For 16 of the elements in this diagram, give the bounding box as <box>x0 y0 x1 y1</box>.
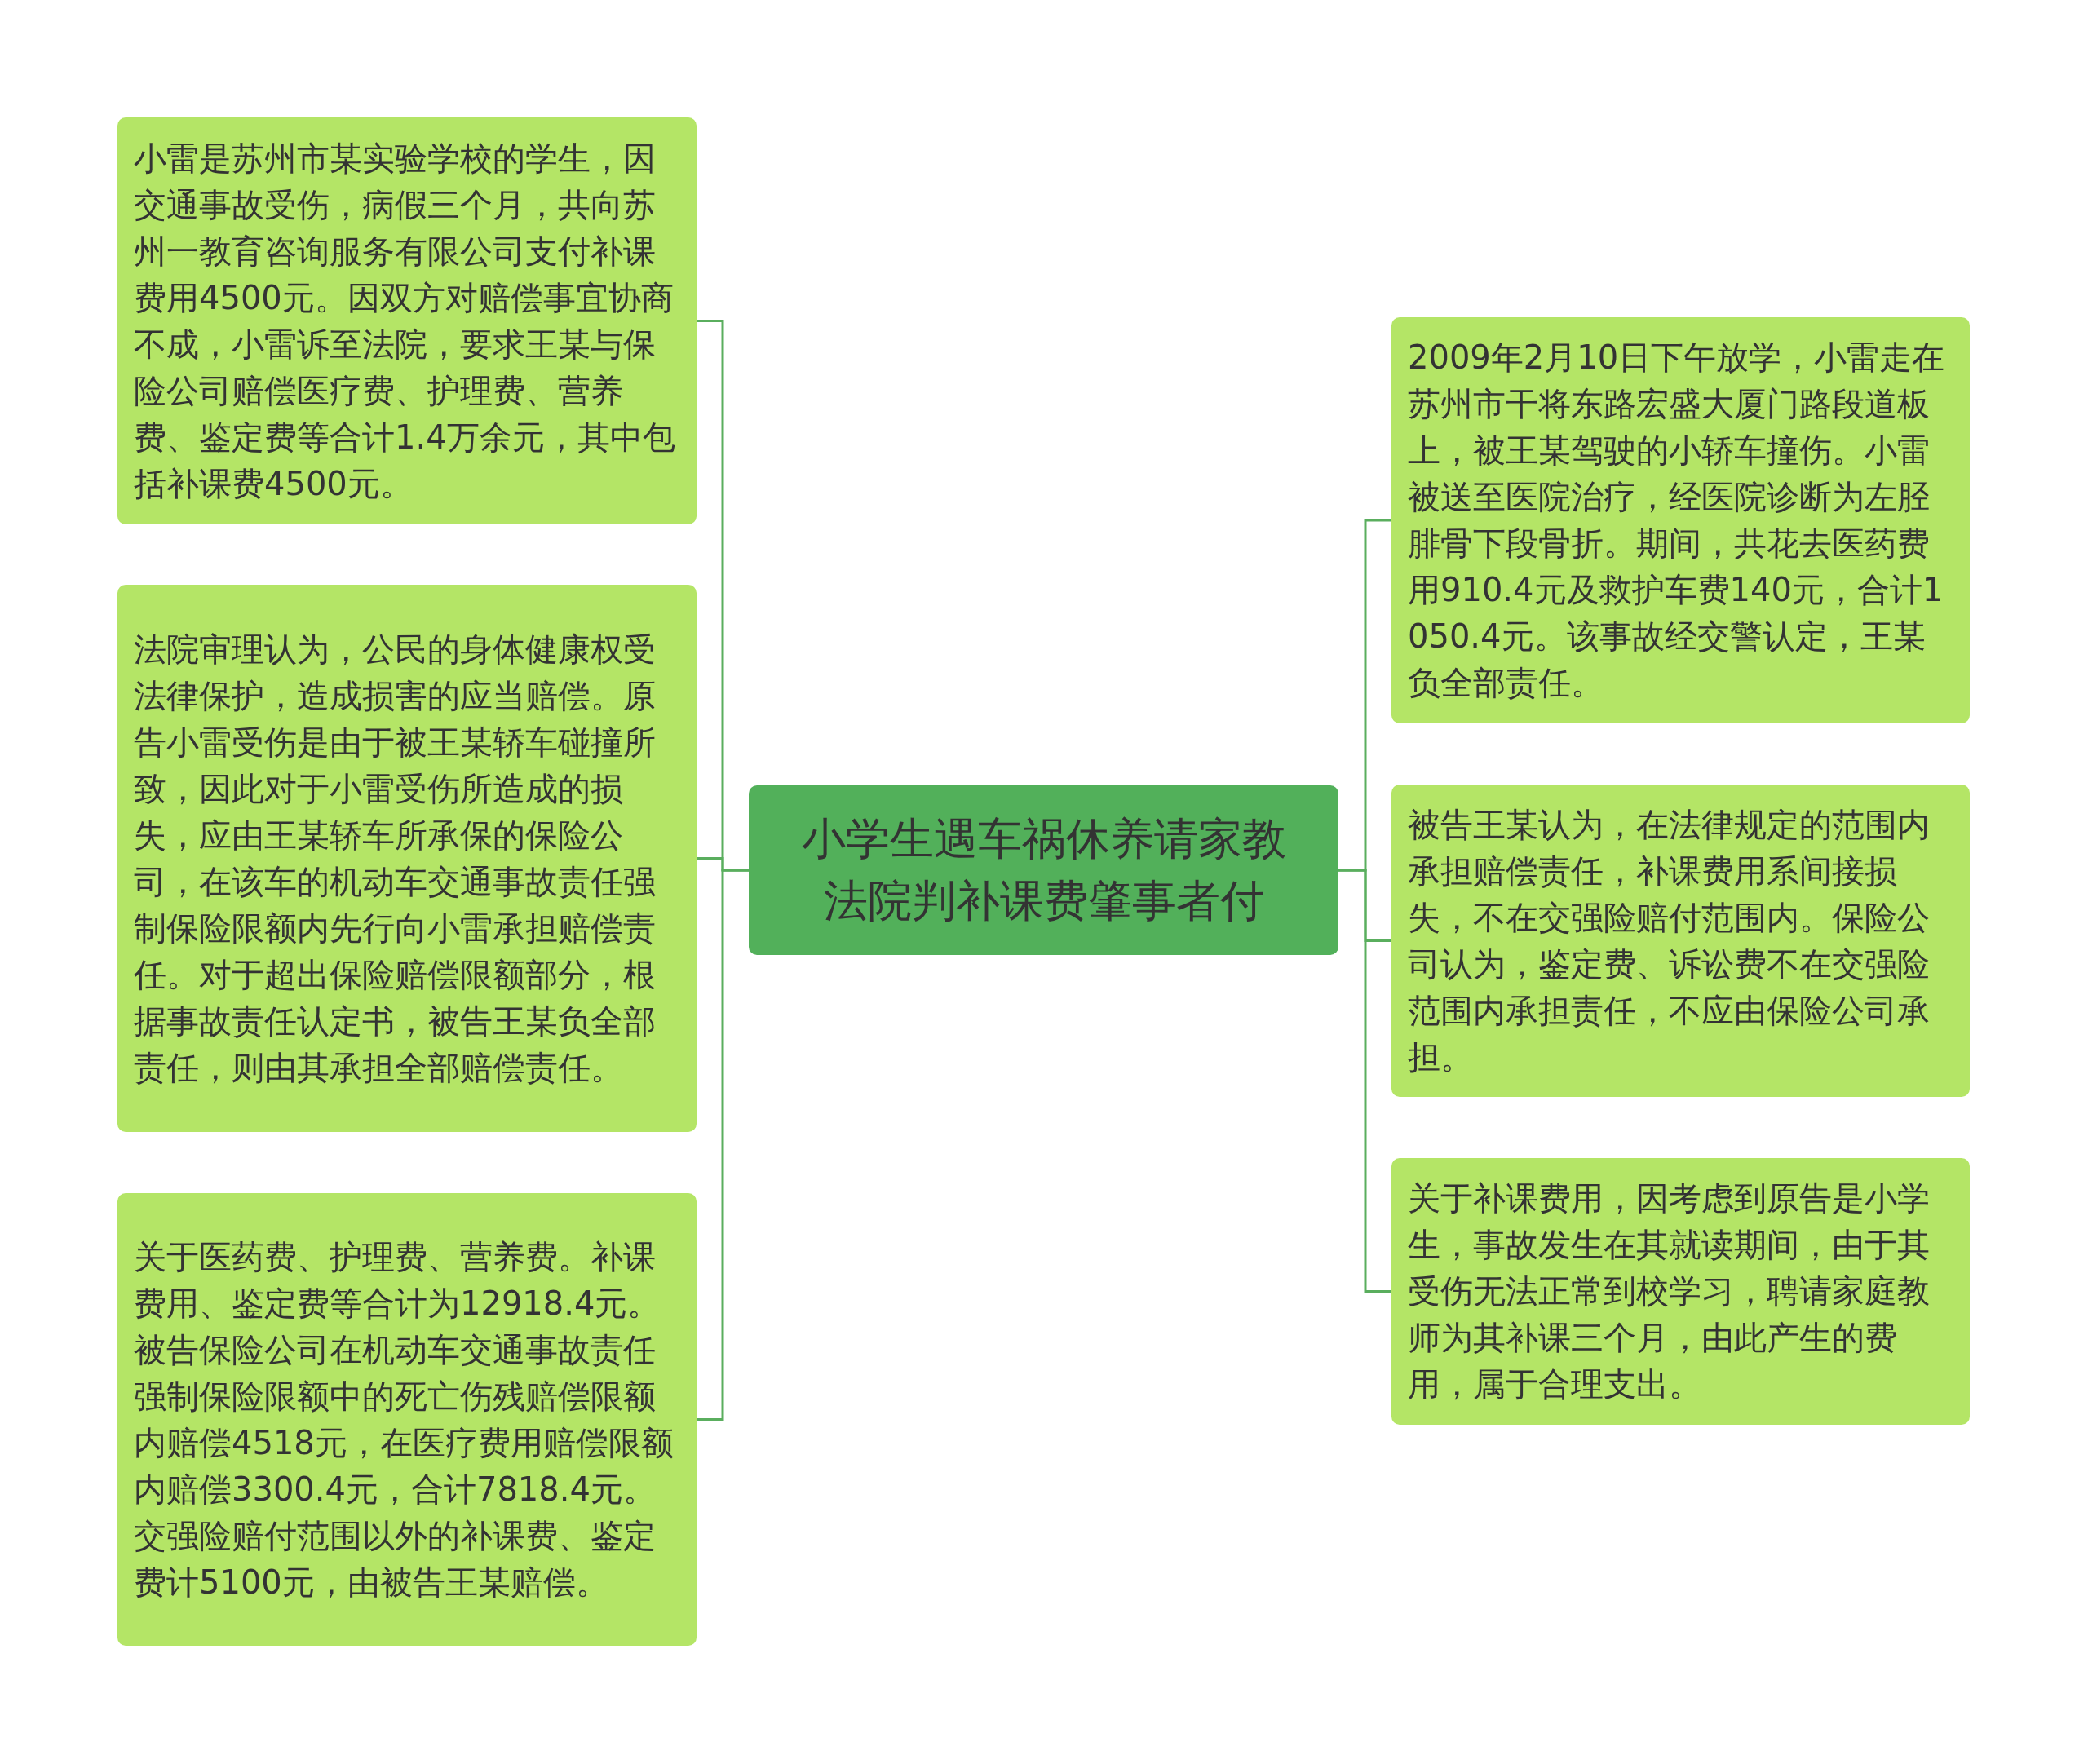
text-card <box>117 1193 697 1646</box>
topic-box <box>749 785 1338 955</box>
topic-title: 小学生遇车祸休养请家教法院判补课费肇事者付 <box>800 812 1287 928</box>
connector-line <box>697 869 749 1421</box>
text-card <box>1391 1158 1970 1425</box>
text-card <box>117 117 697 524</box>
text-card <box>1391 785 1970 1097</box>
card-text: 被告王某认为，在法律规定的范围内承担赔偿责任，补课费用系间接损失，不在交强险赔付范围内。保险公司认为，鉴定费、诉讼费不在交强险范围内承担责任，不应由保险公司承担。 <box>1408 804 1931 1077</box>
card-text: 关于医药费、护理费、营养费。补课费用、鉴定费等合计为12918.4元。被告保险公司在机动车交通事故责任强制保险限额中的死亡伤残赔偿限额内赔偿4518元，在医疗费用赔偿限额内赔偿3300.4元，合计7818.4元。交强险赔付范围以外的补课费、鉴定费计5100元，由被告王某赔偿。 <box>134 1236 675 1603</box>
card-text: 法院审理认为，公民的身体健康权受法律保护，造成损害的应当赔偿。原告小雷受伤是由于被王某轿车碰撞所致，因此对于小雷受伤所造成的损失，应由王某轿车所承保的保险公司，在该车的机动车交通事故责任强制保险限额内先行向小雷承担赔偿责任。对于超出保险赔偿限额部分，根据事故责任认定书，被告王某负全部责任，则由其承担全部赔偿责任。 <box>134 629 657 1088</box>
card-text: 关于补课费用，因考虑到原告是小学生，事故发生在其就读期间，由于其受伤无法正常到校学习，聘请家庭教师为其补课三个月，由此产生的费用，属于合理支出。 <box>1408 1178 1931 1404</box>
card-text: 小雷是苏州市某实验学校的学生，因交通事故受伤，病假三个月，共向苏州一教育咨询服务有限公司支付补课费用4500元。因双方对赔偿事宜协商不成，小雷诉至法院，要求王某与保险公司赔偿医疗费、护理费、营养费、鉴定费等合计1.4万余元，其中包括补课费4500元。 <box>134 138 676 504</box>
text-card <box>1391 317 1970 723</box>
card-text: 2009年2月10日下午放学，小雷走在苏州市干将东路宏盛大厦门路段道板上，被王某驾驶的小轿车撞伤。小雷被送至医院治疗，经医院诊断为左胫腓骨下段骨折。期间，共花去医药费用910.4元及救护车费140元，合计1050.4元。该事故经交警认定，王某负全部责任。 <box>1408 338 1946 703</box>
connector-line <box>1338 869 1391 1293</box>
text-card <box>117 585 697 1132</box>
